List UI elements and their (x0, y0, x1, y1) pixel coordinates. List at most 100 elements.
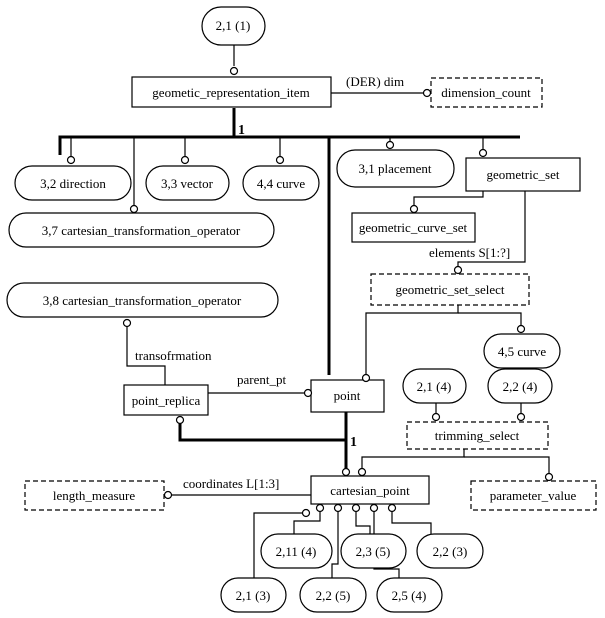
circle-point-parent (303, 388, 313, 398)
trimming-select-label: trimming_select (435, 428, 520, 443)
circle-cp-ref225 (333, 503, 343, 513)
circle-cp-ref223 (387, 503, 397, 513)
ref-4-4-curve: 4,4 curve (242, 165, 320, 201)
ref-3-1-placement: 3,1 placement (336, 149, 455, 188)
ref-3-8-cto: 3,8 cartesian_transformation_operator (6, 282, 279, 318)
circle-cto38 (122, 318, 132, 328)
type-dimension-count: dimension_count (430, 77, 543, 108)
geometric-set-label: geometric_set (487, 167, 560, 182)
ts-to-cp-line (361, 449, 465, 470)
circle-gss (453, 265, 463, 275)
circle-cp-ref254 (369, 503, 379, 513)
circle-geometric-set (478, 148, 488, 158)
ref-2-11-4: 2,11 (4) (260, 533, 333, 569)
parent-pt-relation-label: parent_pt (237, 372, 286, 387)
type-length-measure: length_measure (24, 480, 165, 511)
ref-3-7-cto: 3,7 cartesian_transformation_operator (8, 212, 275, 248)
cardinality-one-bottom: 1 (350, 435, 357, 450)
transformation-relation-label: transofrmation (135, 348, 212, 363)
circle-ts-left (431, 412, 441, 422)
circle-length-measure (163, 490, 173, 500)
type-geometric-set-select: geometric_set_select (370, 273, 530, 306)
ref-2-2-4: 2,2 (4) (487, 368, 553, 404)
circle-gcs (409, 204, 419, 214)
cp-to-ref213-line (253, 512, 306, 578)
coordinates-relation-label: coordinates L[1:3] (183, 476, 279, 491)
circle-cp-ref213 (301, 508, 311, 518)
cto38-label: 3,8 cartesian_transformation_operator (43, 293, 242, 308)
curve44-label: 4,4 curve (257, 176, 306, 191)
cp-subtype-bus (178, 418, 346, 442)
circle-placement (385, 140, 395, 150)
transformation-line (126, 323, 166, 385)
circle-cp-ref235 (351, 503, 361, 513)
ref214-label: 2,1 (4) (417, 379, 452, 394)
ref254-label: 2,5 (4) (392, 588, 427, 603)
dim-relation-label: (DER) dim (346, 74, 404, 89)
ref-2-5-4: 2,5 (4) (376, 577, 443, 613)
entity-geometric-set: geometric_set (465, 157, 581, 192)
circle-cp-subtype (341, 467, 351, 477)
ts-to-pv-line (464, 456, 550, 475)
cartesian-point-label: cartesian_point (330, 483, 410, 498)
curve45-label: 4,5 curve (498, 344, 547, 359)
circle-parameter-value (544, 472, 554, 482)
ref-2-2-5: 2,2 (5) (299, 577, 367, 613)
gss-label: geometric_set_select (395, 282, 504, 297)
ref-3-2-direction: 3,2 direction (14, 165, 132, 201)
vector-label: 3,3 vector (161, 176, 214, 191)
elements-relation-label: elements S[1:?] (429, 245, 510, 260)
circle-point-gss (361, 373, 371, 383)
gss-to-curve45-line (458, 312, 522, 328)
ref-3-3-vector: 3,3 vector (145, 165, 230, 201)
page-ref-label: 2,1 (1) (216, 18, 251, 33)
type-parameter-value: parameter_value (470, 480, 597, 511)
circle-direction (66, 155, 76, 165)
circle-curve45 (516, 324, 526, 334)
entity-cartesian-point: cartesian_point (310, 475, 430, 505)
ref-2-1-4: 2,1 (4) (402, 368, 467, 404)
circle-dimension-count (422, 88, 432, 98)
cto37-label: 3,7 cartesian_transformation_operator (42, 223, 241, 238)
direction-label: 3,2 direction (40, 176, 106, 191)
circle-vector (180, 155, 190, 165)
circle-cp-ref2114 (315, 503, 325, 513)
entity-point: point (310, 379, 385, 413)
circle-curve44 (275, 155, 285, 165)
page-ref-2-1-1: 2,1 (1) (201, 6, 266, 46)
ref-4-5-curve: 4,5 curve (483, 333, 561, 369)
entity-point-replica: point_replica (123, 384, 209, 416)
circle-point-replica (175, 415, 185, 425)
point-label: point (334, 388, 361, 403)
dimension-count-label: dimension_count (441, 85, 531, 100)
gs-to-gcs-line (413, 191, 484, 207)
ref225-label: 2,2 (5) (316, 588, 351, 603)
relationship-circles (66, 66, 554, 518)
gss-to-point-line (365, 305, 459, 378)
cardinality-one-top: 1 (238, 123, 245, 138)
gri-label: geometic_representation_item (152, 85, 309, 100)
ref-2-1-3: 2,1 (3) (220, 577, 287, 613)
circle-ts-right (516, 412, 526, 422)
parameter-value-label: parameter_value (490, 488, 577, 503)
connectors (58, 45, 550, 578)
circle-cp-ts (357, 467, 367, 477)
cp-to-ref2114-line (293, 510, 321, 534)
type-trimming-select: trimming_select (406, 421, 549, 450)
entity-geometric-representation-item: geometic_representation_item (131, 76, 332, 108)
ref2114-label: 2,11 (4) (276, 544, 317, 559)
circle-gri-top (229, 66, 239, 76)
ref235-label: 2,3 (5) (356, 544, 391, 559)
ref224-label: 2,2 (4) (503, 379, 538, 394)
cp-to-ref235-line (355, 510, 371, 534)
subtype-bus (58, 135, 520, 155)
gcs-label: geometric_curve_set (359, 220, 468, 235)
point-replica-label: point_replica (132, 393, 201, 408)
length-measure-label: length_measure (53, 488, 136, 503)
ref223-label: 2,2 (3) (433, 544, 468, 559)
entity-geometric-curve-set: geometric_curve_set (351, 212, 476, 243)
ref213-label: 2,1 (3) (236, 588, 271, 603)
ref-2-2-3: 2,2 (3) (416, 533, 484, 569)
circle-cto37 (129, 204, 139, 214)
